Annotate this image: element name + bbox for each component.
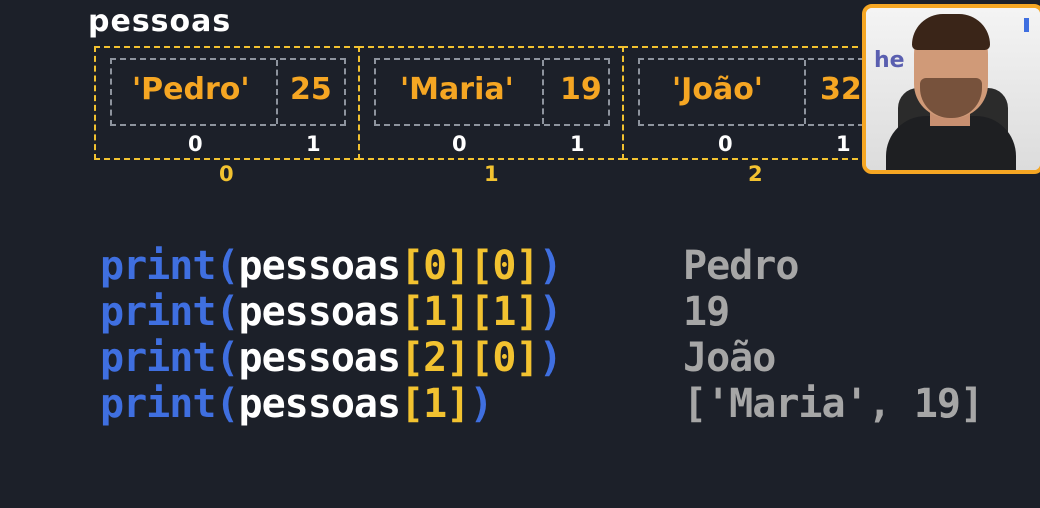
variable-name: pessoas	[238, 243, 402, 289]
sublist-value-2-1: 32	[820, 72, 862, 107]
code-line-1: print(pessoas[0][0])	[100, 243, 563, 289]
sublist-index-1-1: 1	[570, 132, 585, 156]
index-expression: [1]	[400, 381, 470, 427]
sublist-value-2-0: 'João'	[672, 72, 763, 107]
presenter-hair	[912, 14, 990, 50]
list-element-1: 'Maria' 19 0 1	[358, 46, 624, 160]
print-keyword: print(	[100, 335, 239, 381]
wall-logo: he	[874, 48, 905, 73]
close-paren: )	[538, 243, 563, 289]
sublist-index-0-0: 0	[188, 132, 203, 156]
sublist-box-0: 'Pedro' 25	[110, 58, 346, 126]
sublist-box-1: 'Maria' 19	[374, 58, 610, 126]
sublist-index-0-1: 1	[306, 132, 321, 156]
variable-name: pessoas	[238, 289, 402, 335]
index-expression: [0][0]	[400, 243, 539, 289]
output-line-1: Pedro	[683, 243, 799, 289]
sublist-value-0-1: 25	[290, 72, 332, 107]
sublist-value-1-0: 'Maria'	[400, 72, 514, 107]
variable-name: pessoas	[238, 335, 402, 381]
sublist-value-1-1: 19	[560, 72, 602, 107]
list-element-0: 'Pedro' 25 0 1	[94, 46, 360, 160]
output-line-3: João	[683, 335, 776, 381]
close-paren: )	[538, 289, 563, 335]
output-line-2: 19	[683, 289, 730, 335]
close-paren: )	[538, 335, 563, 381]
webcam-overlay: he	[862, 4, 1040, 174]
outer-index-2: 2	[748, 162, 763, 186]
index-expression: [1][1]	[400, 289, 539, 335]
print-keyword: print(	[100, 381, 239, 427]
index-expression: [2][0]	[400, 335, 539, 381]
close-paren: )	[469, 381, 493, 427]
print-keyword: print(	[100, 289, 239, 335]
edge-marker	[1024, 18, 1029, 32]
sublist-index-2-1: 1	[836, 132, 851, 156]
sublist-value-0-0: 'Pedro'	[132, 72, 250, 107]
cell-divider	[804, 60, 806, 124]
print-keyword: print(	[100, 243, 239, 289]
output-line-4: ['Maria', 19]	[683, 381, 984, 427]
sublist-box-2: 'João' 32	[638, 58, 874, 126]
sublist-index-2-0: 0	[718, 132, 733, 156]
outer-index-1: 1	[484, 162, 499, 186]
sublist-index-1-0: 0	[452, 132, 467, 156]
variable-name: pessoas	[238, 381, 402, 427]
cell-divider	[542, 60, 544, 124]
code-line-4: print(pessoas[1])	[100, 381, 493, 427]
code-line-3: print(pessoas[2][0])	[100, 335, 563, 381]
variable-title: pessoas	[88, 4, 232, 39]
outer-index-0: 0	[219, 162, 234, 186]
code-line-2: print(pessoas[1][1])	[100, 289, 563, 335]
cell-divider	[276, 60, 278, 124]
list-element-2: 'João' 32 0 1	[622, 46, 888, 160]
